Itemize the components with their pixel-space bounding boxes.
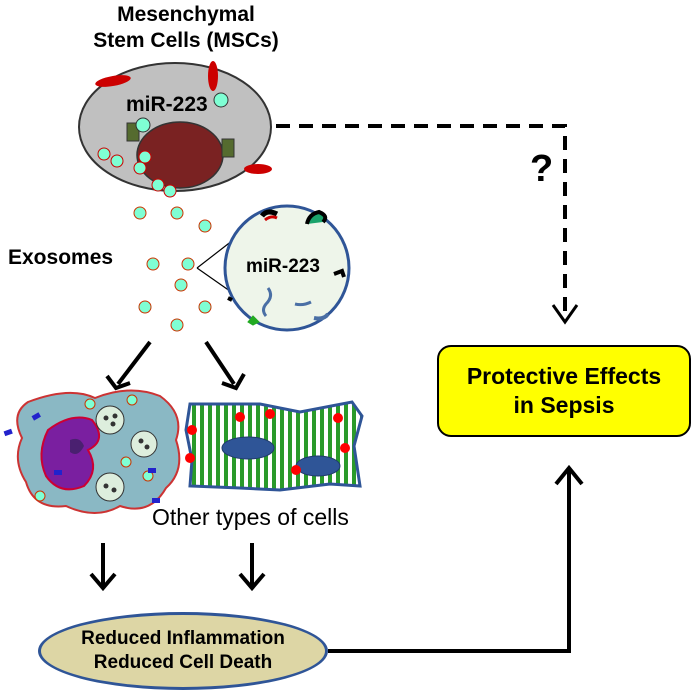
other-cell xyxy=(184,400,364,492)
dashed-arrow-head xyxy=(551,304,579,325)
vesicle xyxy=(135,117,151,133)
exosomes-label: Exosomes xyxy=(8,246,114,269)
protective-line-1: Protective Effects xyxy=(466,363,662,389)
receptor-mark xyxy=(208,61,218,91)
vesicle xyxy=(213,92,229,108)
outcome-to-protective-arrow xyxy=(328,470,571,653)
msc-cell xyxy=(78,61,272,198)
protective-effects-box: Protective Effects in Sepsis xyxy=(437,345,691,437)
exosome-mirna-label: miR-223 xyxy=(246,256,320,277)
msc-mirna-label: miR-223 xyxy=(126,93,208,116)
msc-title-line-1: Mesenchymal xyxy=(117,3,255,26)
immune-cell xyxy=(3,389,181,514)
outcome-box: Reduced Inflammation Reduced Cell Death xyxy=(38,612,328,690)
msc-title: Mesenchymal Stem Cells (MSCs) xyxy=(76,2,296,54)
outcome-line-1: Reduced Inflammation xyxy=(81,628,285,649)
msc-title-line-2: Stem Cells (MSCs) xyxy=(93,29,279,52)
outcome-line-2: Reduced Cell Death xyxy=(93,652,273,673)
protective-line-2: in Sepsis xyxy=(513,392,615,418)
receptor-mark xyxy=(95,75,131,87)
receptor-mark xyxy=(244,164,272,174)
other-cells-label: Other types of cells xyxy=(152,504,349,530)
organelle xyxy=(221,138,235,158)
dashed-arrow xyxy=(276,124,567,320)
exosome-particles xyxy=(133,206,212,332)
question-mark: ? xyxy=(530,148,554,190)
exosome-enlarged xyxy=(223,204,351,332)
